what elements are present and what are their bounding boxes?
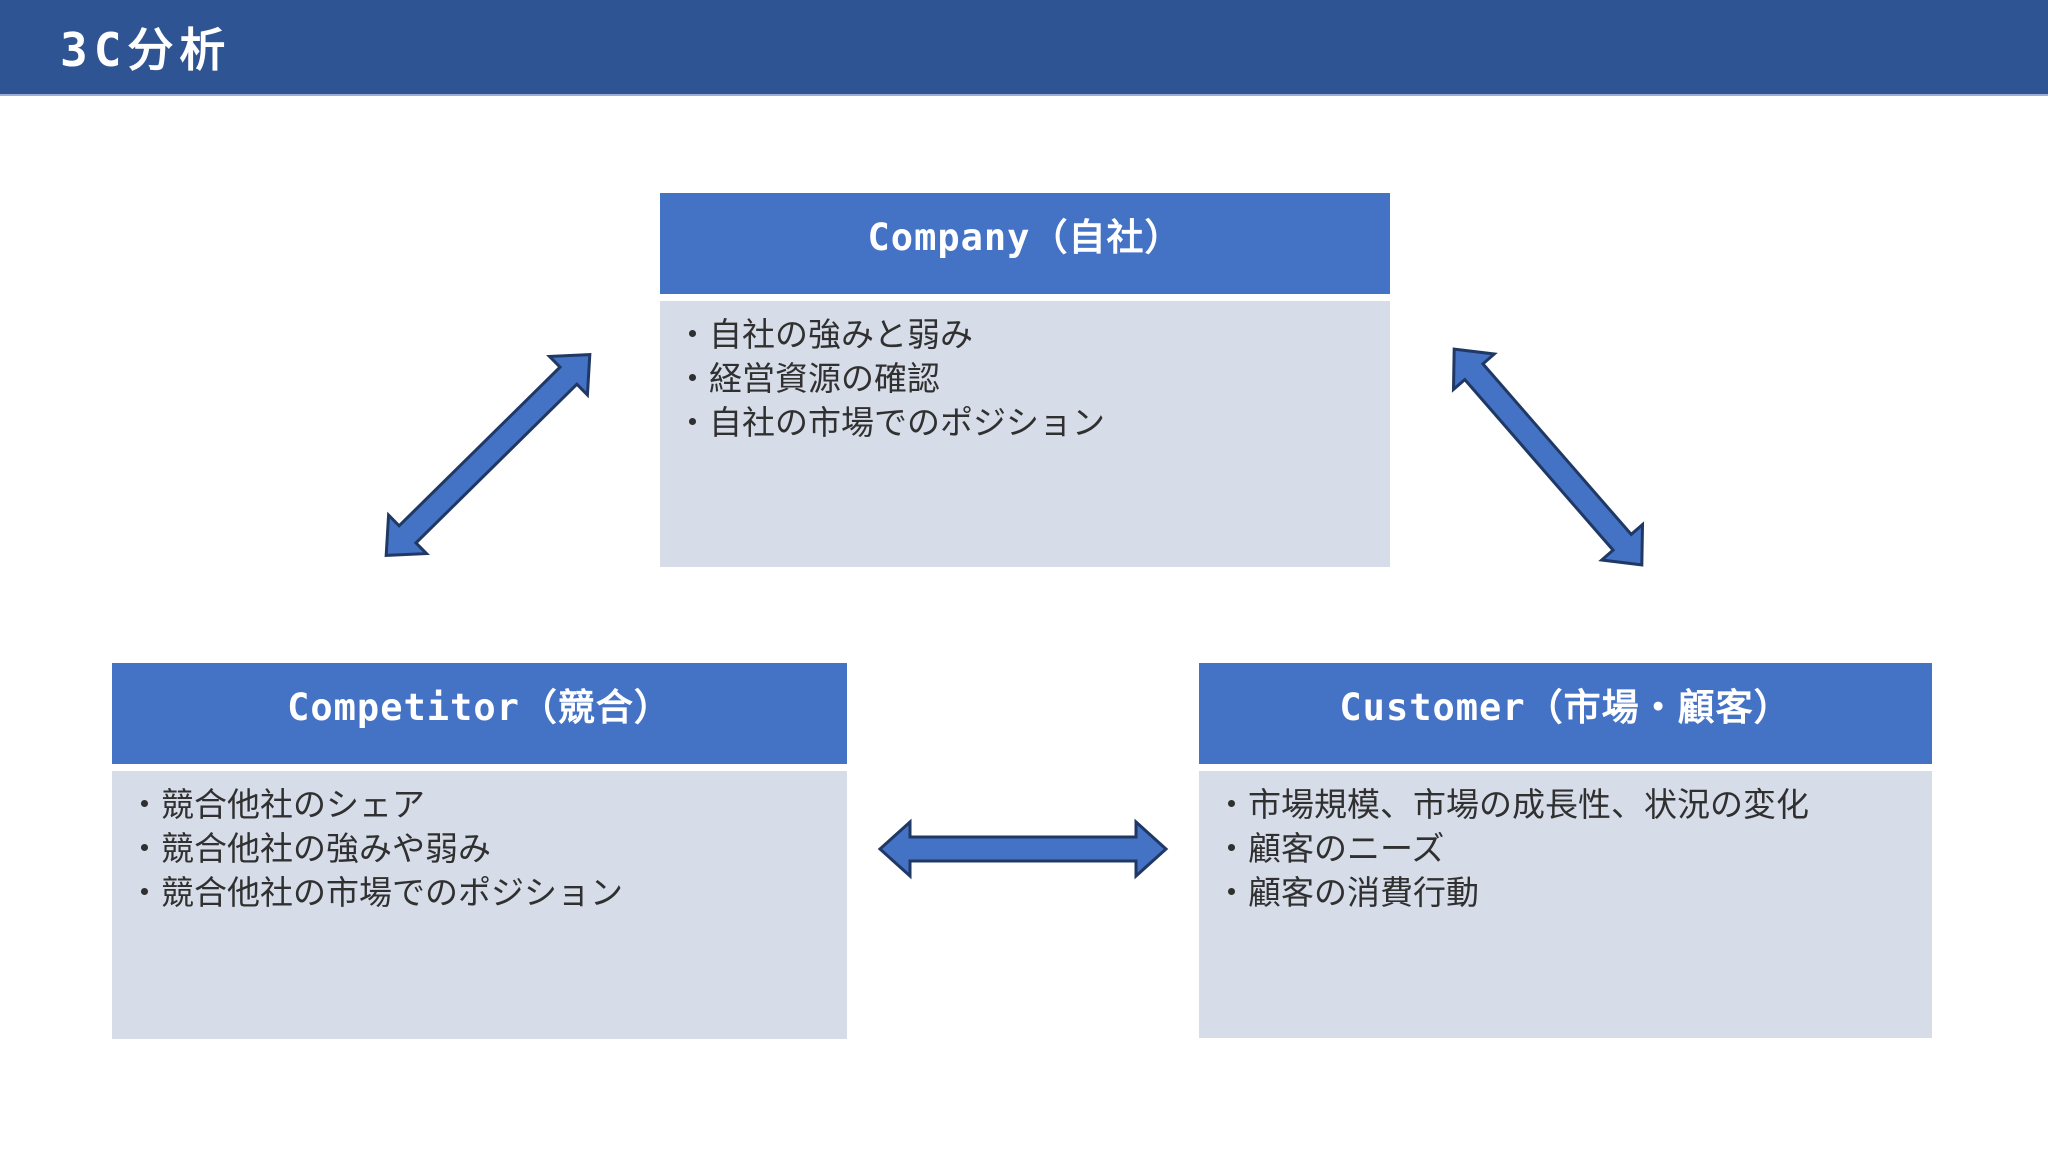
page-title: 3C分析 — [60, 23, 232, 77]
double-arrow-competitor-customer-icon — [877, 818, 1169, 880]
customer-bullet-3: ・顧客の消費行動 — [1215, 873, 1479, 913]
customer-box-header: Customer（市場・顧客） — [1199, 663, 1932, 764]
competitor-bullet-3: ・競合他社の市場でのポジション — [128, 873, 623, 913]
company-box-header: Company（自社） — [660, 193, 1390, 294]
company-box-body: ・自社の強みと弱み ・経営資源の確認 ・自社の市場でのポジション — [660, 301, 1390, 567]
customer-bullet-2: ・顧客のニーズ — [1215, 829, 1445, 869]
customer-box-body: ・市場規模、市場の成長性、状況の変化 ・顧客のニーズ ・顧客の消費行動 — [1199, 771, 1932, 1038]
title-bar: 3C分析 — [0, 0, 2048, 96]
competitor-box-header: Competitor（競合） — [112, 663, 847, 764]
company-box: Company（自社） ・自社の強みと弱み ・経営資源の確認 ・自社の市場でのポ… — [660, 193, 1390, 567]
double-arrow-company-competitor-icon — [364, 333, 611, 578]
company-bullet-3: ・自社の市場でのポジション — [676, 403, 1105, 443]
competitor-box: Competitor（競合） ・競合他社のシェア ・競合他社の強みや弱み ・競合… — [112, 663, 847, 1039]
competitor-bullet-2: ・競合他社の強みや弱み — [128, 829, 491, 869]
customer-bullet-1: ・市場規模、市場の成長性、状況の変化 — [1215, 785, 1809, 824]
company-bullet-1: ・自社の強みと弱み — [676, 315, 973, 354]
customer-box: Customer（市場・顧客） ・市場規模、市場の成長性、状況の変化 ・顧客のニ… — [1199, 663, 1932, 1038]
competitor-box-body: ・競合他社のシェア ・競合他社の強みや弱み ・競合他社の市場でのポジション — [112, 771, 847, 1039]
double-arrow-company-customer-icon — [1431, 329, 1665, 586]
company-bullet-2: ・経営資源の確認 — [676, 359, 940, 399]
competitor-bullet-1: ・競合他社のシェア — [128, 785, 425, 824]
